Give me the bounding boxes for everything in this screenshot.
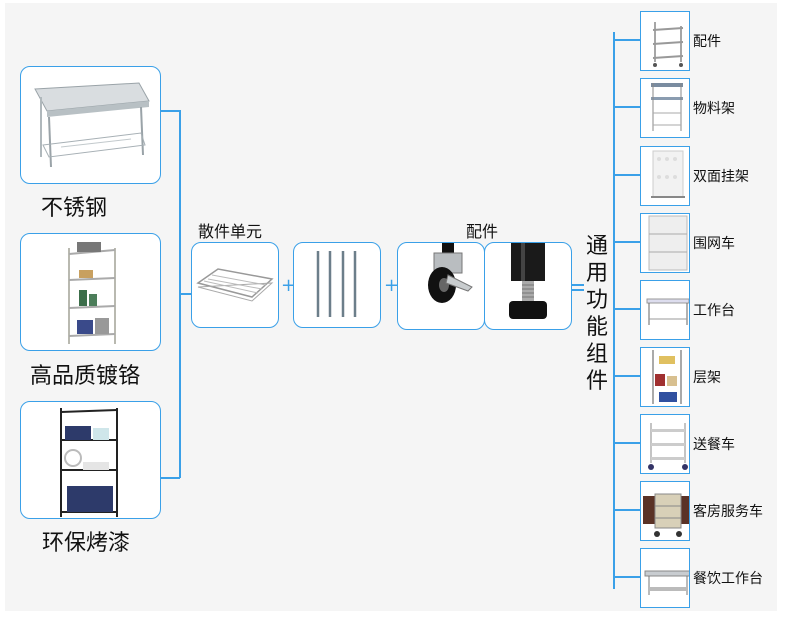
connector-line (613, 241, 640, 243)
component-label: 围网车 (693, 236, 735, 252)
material-label-chrome: 高品质镀铬 (30, 364, 141, 389)
enclosed-wire-cart-image (648, 215, 688, 271)
double-sided-hanging-rack-image (651, 150, 685, 198)
component-image-food-service-cart[interactable] (640, 414, 690, 474)
connector-line (613, 509, 640, 511)
component-label: 层架 (693, 370, 721, 386)
housekeeping-cart-image (643, 493, 689, 537)
connector-line (613, 39, 640, 41)
loose-units-title: 散件单元 (198, 222, 263, 241)
accessory-leveling-foot[interactable] (484, 242, 572, 330)
loose-unit-posts[interactable] (293, 242, 381, 328)
component-image-housekeeping-cart[interactable] (640, 481, 690, 541)
component-label: 工作台 (693, 303, 735, 319)
catering-workbench-image (644, 570, 689, 595)
bookshelf-image (652, 350, 682, 404)
accessory-caster[interactable] (397, 242, 485, 330)
common-components-title: 通用功能组件 (585, 234, 608, 394)
connector-line (571, 284, 584, 286)
bracket-line (613, 32, 615, 589)
stainless-table-image (34, 82, 150, 168)
chrome-shelf-image (68, 242, 116, 344)
connector-line (571, 289, 584, 291)
plus-sign: + (281, 275, 297, 296)
posts-image (316, 251, 357, 317)
material-label-stainless: 不锈钢 (41, 196, 108, 221)
connector-line (613, 308, 640, 310)
diagram-canvas: 不锈钢 高品质镀铬 (5, 3, 777, 611)
connector-line (613, 375, 640, 377)
component-image-double-sided-hanging-rack[interactable] (640, 146, 690, 206)
component-label: 送餐车 (693, 437, 735, 453)
caster-wheel-image (428, 243, 473, 303)
component-label: 客房服务车 (693, 504, 763, 520)
food-service-cart-image (648, 423, 688, 470)
connector-line (161, 477, 180, 479)
accessories-title: 配件 (466, 222, 499, 241)
component-image-material-rack[interactable] (640, 78, 690, 138)
material-card-stainless[interactable] (20, 66, 161, 184)
component-image-bookshelf[interactable] (640, 347, 690, 407)
painted-shelf-image (60, 408, 118, 517)
material-card-painted[interactable] (20, 401, 161, 519)
component-label: 物料架 (693, 101, 735, 117)
connector-line (613, 576, 640, 578)
component-image-utility-cart[interactable] (640, 11, 690, 71)
material-label-painted: 环保烤漆 (42, 531, 131, 556)
connector-line (613, 442, 640, 444)
loose-unit-wire-shelf[interactable] (191, 242, 279, 328)
component-image-enclosed-wire-cart[interactable] (640, 213, 690, 273)
utility-cart-image (652, 22, 684, 67)
plus-sign: + (384, 275, 400, 296)
leveling-foot-image (509, 243, 547, 319)
wire-shelf-image (196, 268, 274, 302)
connector-line (179, 293, 191, 295)
connector-line (161, 110, 180, 112)
material-rack-image (651, 83, 683, 131)
component-image-workbench[interactable] (640, 280, 690, 340)
connector-line (613, 106, 640, 108)
connector-line (613, 174, 640, 176)
component-image-catering-workbench[interactable] (640, 548, 690, 608)
workbench-image (646, 298, 689, 325)
component-label: 配件 (693, 34, 721, 50)
component-label: 双面挂架 (693, 169, 749, 185)
material-card-chrome[interactable] (20, 233, 161, 351)
component-label: 餐饮工作台 (693, 571, 763, 587)
